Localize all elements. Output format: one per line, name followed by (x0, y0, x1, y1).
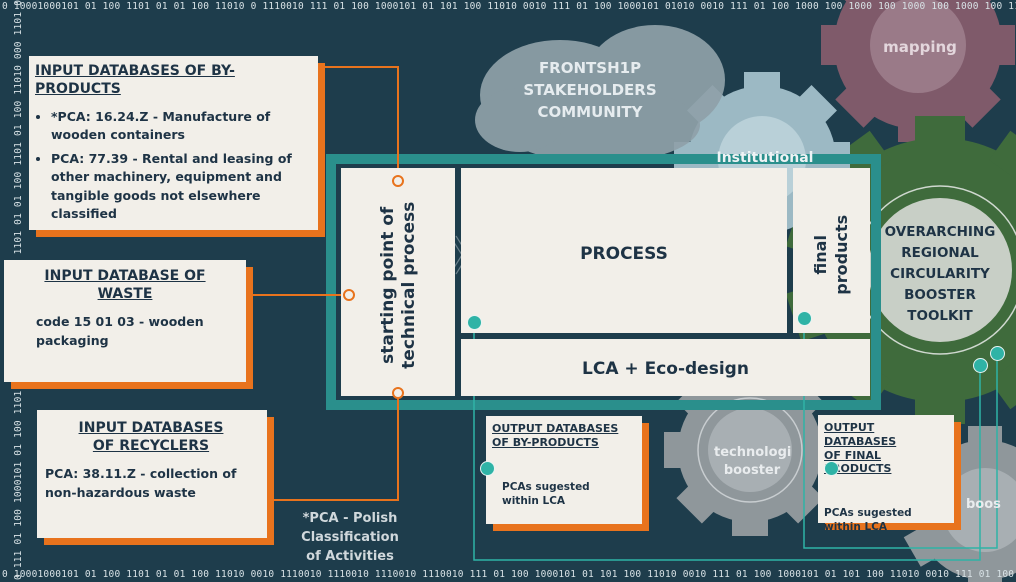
teal-connector-dot (797, 311, 812, 326)
starting-point-line1: starting point of (377, 206, 398, 364)
output-byproducts-title-line2: OF BY-PRODUCTS (492, 435, 599, 449)
starting-point-line2: technical process (399, 201, 419, 369)
lca-label: LCA + Eco-design (582, 359, 749, 379)
toolkit-line3: CIRCULARITY (890, 265, 990, 282)
pca-footnote-line3: of Activities (306, 548, 394, 564)
output-final-body: PCAs sugested within LCA (824, 507, 912, 534)
output-final-title: OUTPUT DATABASES OF FINAL PRODUCTS (824, 421, 948, 476)
output-final-card: OUTPUT DATABASES OF FINAL PRODUCTS PCAs … (818, 415, 954, 533)
input-waste-title: INPUT DATABASE OF WASTE (16, 268, 234, 303)
orange-connector-dot (392, 175, 404, 187)
toolkit-line5: TOOLKIT (907, 307, 973, 324)
input-recyclers-title: INPUT DATABASES OF RECYCLERS (45, 420, 257, 455)
input-byproducts-item: *PCA: 16.24.Z - Manufacture of wooden co… (51, 108, 308, 144)
boos-label: boos (966, 497, 1001, 512)
input-recyclers-card: INPUT DATABASES OF RECYCLERS PCA: 38.11.… (37, 410, 267, 538)
pca-footnote: *PCA - Polish Classification of Activiti… (285, 510, 415, 567)
input-waste-card: INPUT DATABASE OF WASTE code 15 01 03 - … (4, 260, 246, 382)
institutional-label: Institutional (716, 150, 814, 166)
toolkit-label: OVERARCHING REGIONAL CIRCULARITY BOOSTER… (880, 222, 1000, 327)
teal-connector-dot (480, 461, 495, 476)
teal-connector-dot (990, 346, 1005, 361)
input-byproducts-list: *PCA: 16.24.Z - Manufacture of wooden co… (35, 108, 308, 223)
cloud-line3: COMMUNITY (537, 102, 643, 121)
cloud-label: FRONTSH1P STAKEHOLDERS COMMUNITY (510, 58, 670, 123)
output-byproducts-title-line1: OUTPUT DATABASES (492, 422, 619, 435)
toolkit-line4: BOOSTER (904, 286, 976, 303)
cloud-line1: FRONTSH1P (538, 59, 642, 77)
input-byproducts-item: PCA: 77.39 - Rental and leasing of other… (51, 150, 308, 223)
final-products-line2: products (832, 214, 851, 295)
process-frame (326, 154, 881, 410)
teal-connector-dot (467, 315, 482, 330)
final-products-box: final products (793, 168, 870, 333)
toolkit-line2: REGIONAL (901, 244, 979, 261)
orange-connectors (246, 66, 399, 501)
mapping-gear (821, 0, 1015, 142)
input-byproducts-card: INPUT DATABASES OF BY-PRODUCTS *PCA: 16.… (29, 56, 318, 230)
output-final-title-line1: OUTPUT DATABASES (824, 421, 897, 448)
input-recyclers-title-line1: INPUT DATABASES (78, 420, 224, 436)
teal-connector-dot (824, 461, 839, 476)
orange-connector-dot (392, 387, 404, 399)
binary-strip-bottom: 0 10001000101 01 100 1101 01 01 100 1101… (2, 569, 1016, 580)
binary-strip-top: 0 10001000101 01 100 1101 01 01 100 1101… (2, 1, 1016, 12)
input-waste-title-line1: INPUT DATABASE OF (44, 268, 206, 284)
output-byproducts-card: OUTPUT DATABASES OF BY-PRODUCTS PCAs sug… (486, 416, 642, 524)
process-label: PROCESS (580, 244, 668, 264)
input-byproducts-title: INPUT DATABASES OF BY-PRODUCTS (35, 63, 235, 97)
mapping-label: mapping (883, 38, 957, 56)
technology-label-line2: booster (723, 463, 781, 479)
output-byproducts-title: OUTPUT DATABASES OF BY-PRODUCTS (492, 422, 636, 450)
teal-connector-dot (973, 358, 988, 373)
technology-label-line1: technologi (714, 445, 792, 460)
input-recyclers-title-line2: OF RECYCLERS (92, 437, 210, 454)
pca-footnote-line2: Classification (301, 529, 399, 545)
process-box: PROCESS (461, 168, 787, 333)
output-final-title-line2: OF FINAL PRODUCTS (824, 448, 892, 476)
final-products-label: final products (811, 180, 853, 330)
cloud-line2: STAKEHOLDERS (523, 80, 657, 99)
input-waste-body: code 15 01 03 - wooden packaging (36, 314, 204, 348)
input-recyclers-body: PCA: 38.11.Z - collection of non-hazardo… (45, 466, 237, 500)
output-byproducts-body: PCAs sugested within LCA (502, 480, 590, 507)
final-products-line1: final (811, 235, 831, 275)
cloud-shape (475, 25, 725, 163)
pca-footnote-line1: *PCA - Polish (302, 511, 398, 526)
input-waste-title-line2: WASTE (97, 285, 153, 302)
starting-point-label: starting point of technical process (378, 175, 421, 395)
lca-box: LCA + Eco-design (461, 339, 870, 396)
toolkit-line1: OVERARCHING (884, 224, 996, 240)
technology-label: technologi booster (714, 444, 792, 480)
starting-point-box: starting point of technical process (341, 168, 455, 396)
orange-connector-dot (343, 289, 355, 301)
